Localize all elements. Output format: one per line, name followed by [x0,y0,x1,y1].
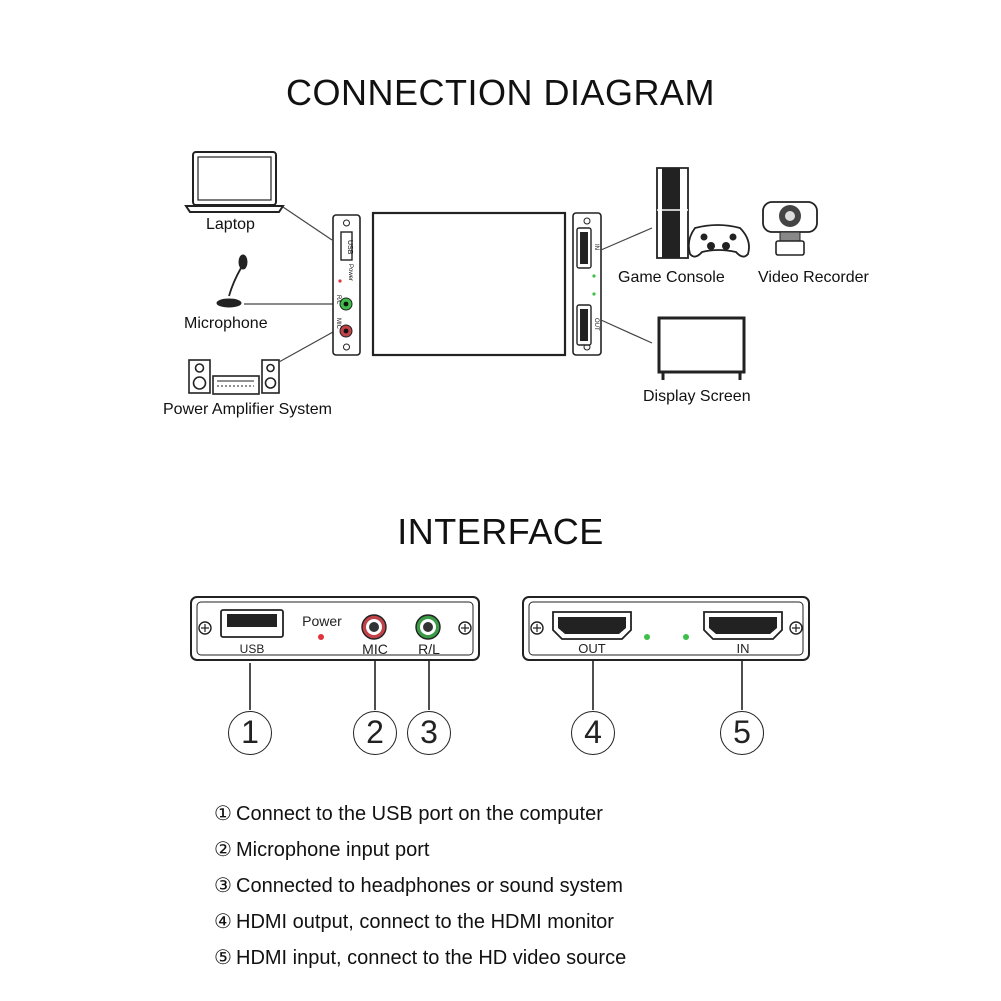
description-5-text: HDMI input, connect to the HD video sour… [236,947,627,969]
video-recorder-icon [762,201,818,256]
description-1-mark: ① [214,803,232,825]
description-2-text: Microphone input port [236,839,430,861]
left-panel-mic-label: MIC [335,318,341,329]
amplifier-label: Power Amplifier System [163,401,332,418]
right-panel-out-label: OUT [593,318,599,331]
left-panel-rl-label: R/L [335,295,341,305]
microphone-label: Microphone [184,315,268,332]
interface-panel-left [190,596,480,661]
callout-2: 2 [353,711,397,755]
hdmi-in-label: IN [736,641,750,656]
display-cable [600,319,653,344]
description-5-mark: ⑤ [214,947,232,969]
amplifier-cable [278,331,334,363]
mic-port-label: MIC [362,641,388,657]
hdmi-out-label: OUT [578,641,606,656]
power-led-label: Power [302,613,342,629]
right-panel-in-label: IN [593,244,599,250]
left-side-panel [332,214,361,356]
display-screen-label: Display Screen [643,388,751,405]
video-recorder-label: Video Recorder [758,269,869,286]
callout-lines [249,660,743,710]
amplifier-icon [188,359,280,395]
interface-panel-right [522,596,810,661]
game-console-label: Game Console [618,269,725,286]
description-3-mark: ③ [214,875,232,897]
description-4-text: HDMI output, connect to the HDMI monitor [236,911,614,933]
connection-diagram-title: CONNECTION DIAGRAM [285,72,715,113]
laptop-label: Laptop [206,216,255,233]
left-panel-usb-label: USB [346,240,353,255]
rl-port-label: R/L [418,641,440,657]
usb-port-label: USB [239,642,265,656]
laptop-cable [282,206,333,241]
interface-title: INTERFACE [397,511,604,552]
callout-3: 3 [407,711,451,755]
description-3-text: Connected to headphones or sound system [236,875,623,897]
callout-1: 1 [228,711,272,755]
console-cable [600,227,653,251]
description-2-mark: ② [214,839,232,861]
description-1-text: Connect to the USB port on the computer [236,803,603,825]
description-4-mark: ④ [214,911,232,933]
game-console-icon [656,167,750,259]
left-panel-power-label: Power [347,264,353,282]
callout-4: 4 [571,711,615,755]
capture-device-body [371,211,567,357]
display-screen-icon [657,316,746,380]
callout-5: 5 [720,711,764,755]
laptop-icon [184,151,285,213]
right-side-panel [572,212,602,356]
microphone-icon [216,254,248,308]
